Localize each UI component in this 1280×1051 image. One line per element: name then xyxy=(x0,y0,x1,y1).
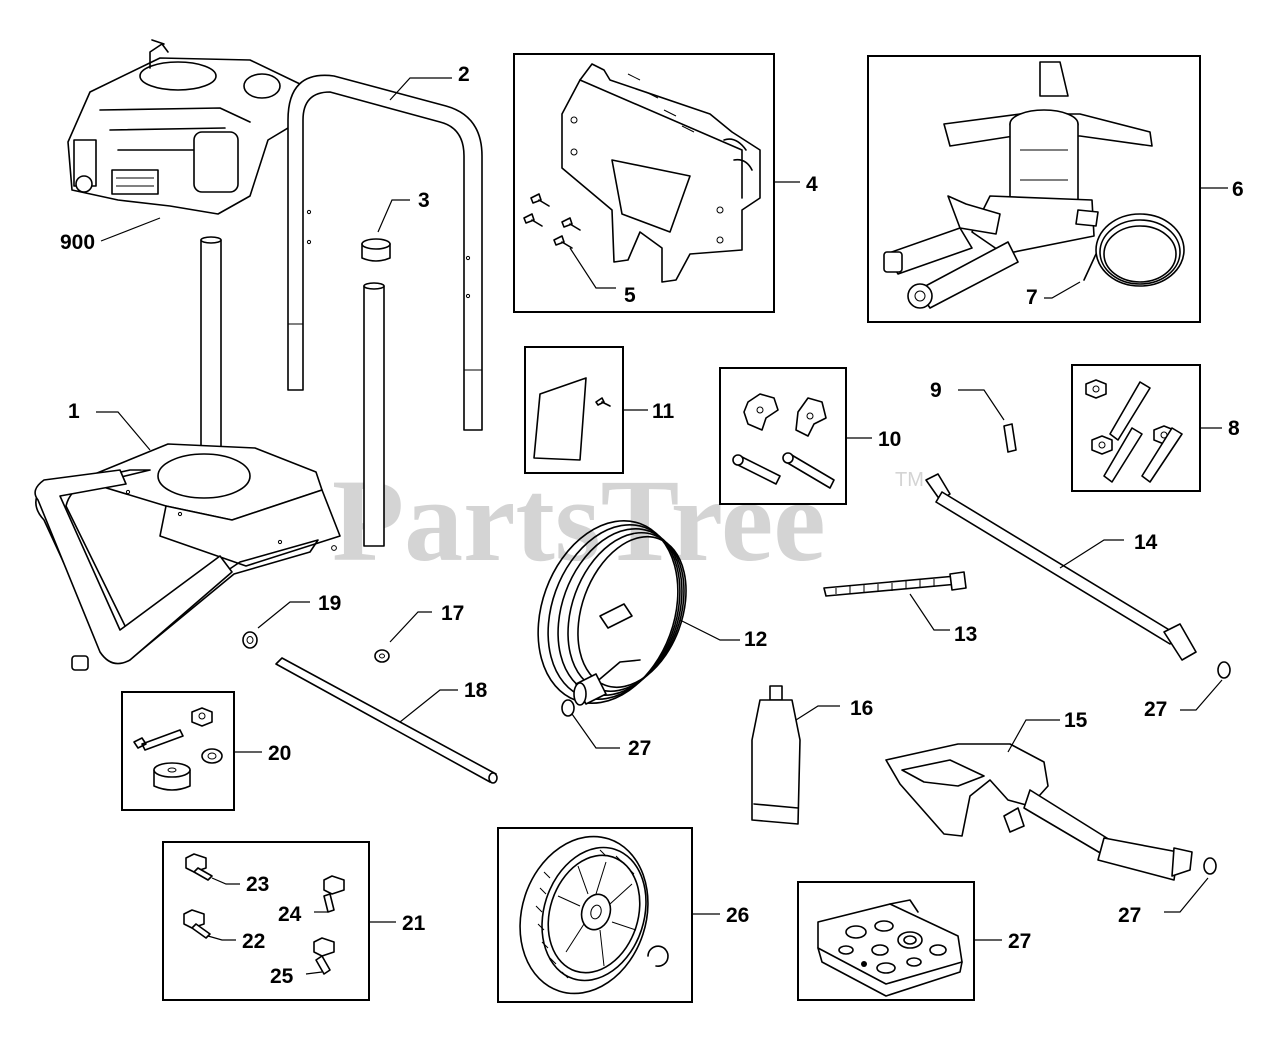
part-axle-18[interactable] xyxy=(275,657,498,784)
callout-27-kit[interactable]: 27 xyxy=(1008,930,1031,953)
callout-11[interactable]: 11 xyxy=(652,400,675,423)
part-bracket[interactable] xyxy=(561,63,761,283)
callout-5[interactable]: 5 xyxy=(624,284,636,307)
callout-20[interactable]: 20 xyxy=(268,742,291,765)
part-oring-wand[interactable] xyxy=(1217,661,1231,679)
callout-1[interactable]: 1 xyxy=(68,400,80,423)
part-strap[interactable] xyxy=(823,571,967,597)
callout-7[interactable]: 7 xyxy=(1026,286,1038,309)
part-engine-900[interactable] xyxy=(67,39,301,215)
callout-18[interactable]: 18 xyxy=(464,679,488,702)
part-oring-hose[interactable] xyxy=(561,699,575,717)
part-wheel[interactable] xyxy=(500,820,667,1010)
leader-12 xyxy=(679,619,740,641)
part-pump-hose-7[interactable] xyxy=(1083,213,1185,287)
part-handle[interactable] xyxy=(287,74,483,431)
part-frame[interactable] xyxy=(34,236,385,671)
leader-900 xyxy=(100,217,161,242)
box-knobs xyxy=(719,367,847,505)
leader-17 xyxy=(389,611,432,643)
leader-2 xyxy=(389,77,452,101)
callout-15[interactable]: 15 xyxy=(1064,709,1088,732)
callout-27-hose[interactable]: 27 xyxy=(628,737,651,760)
part-wheel-clip[interactable] xyxy=(647,945,669,967)
part-washer-17[interactable] xyxy=(374,649,390,663)
callout-17[interactable]: 17 xyxy=(441,602,464,625)
leader-25 xyxy=(305,971,323,975)
leader-9 xyxy=(958,389,1005,421)
leader-16 xyxy=(795,705,840,721)
box-foot-kit xyxy=(121,691,235,811)
callout-4[interactable]: 4 xyxy=(806,173,818,196)
callout-26[interactable]: 26 xyxy=(726,904,749,927)
part-panel[interactable] xyxy=(533,377,611,461)
part-pin[interactable] xyxy=(1003,423,1017,453)
callout-21[interactable]: 21 xyxy=(402,912,426,935)
callout-3[interactable]: 3 xyxy=(418,189,430,212)
callout-27-gun[interactable]: 27 xyxy=(1118,904,1141,927)
part-oring-gun[interactable] xyxy=(1203,857,1217,875)
leader-27-hose xyxy=(571,713,620,749)
part-fastener-24[interactable] xyxy=(323,875,345,913)
leader-22 xyxy=(207,935,236,941)
callout-2[interactable]: 2 xyxy=(458,63,470,86)
leader-1 xyxy=(96,411,151,451)
leader-23 xyxy=(211,877,240,885)
callout-27-wand[interactable]: 27 xyxy=(1144,698,1167,721)
leader-15 xyxy=(1007,719,1060,753)
part-foot-kit[interactable] xyxy=(133,707,223,791)
box-oring-kit xyxy=(797,881,975,1001)
callout-22[interactable]: 22 xyxy=(242,930,265,953)
callout-8[interactable]: 8 xyxy=(1228,417,1240,440)
callout-9[interactable]: 9 xyxy=(930,379,942,402)
callout-16[interactable]: 16 xyxy=(850,697,873,720)
part-tube[interactable] xyxy=(751,685,801,825)
part-fastener-22[interactable] xyxy=(183,909,211,939)
leader-7 xyxy=(1044,281,1081,299)
part-oring-kit[interactable] xyxy=(817,899,963,997)
box-wheel xyxy=(497,827,693,1003)
leader-5 xyxy=(569,247,616,289)
part-washer-19[interactable] xyxy=(242,631,258,649)
part-pump[interactable] xyxy=(883,61,1153,309)
callout-19[interactable]: 19 xyxy=(318,592,341,615)
leader-14 xyxy=(1059,539,1124,569)
part-bolt-kit[interactable] xyxy=(1085,379,1183,483)
part-gun[interactable] xyxy=(885,743,1193,881)
part-fastener-25[interactable] xyxy=(313,937,335,975)
watermark-trademark: TM xyxy=(895,469,924,491)
callout-24[interactable]: 24 xyxy=(278,903,302,926)
part-knobs[interactable] xyxy=(732,393,835,489)
callout-10[interactable]: 10 xyxy=(878,428,901,451)
callout-900[interactable]: 900 xyxy=(60,231,95,254)
box-fastener-kit xyxy=(162,841,370,1001)
leader-18 xyxy=(399,689,458,723)
leader-13 xyxy=(909,593,950,631)
callout-13[interactable]: 13 xyxy=(954,623,977,646)
callout-25[interactable]: 25 xyxy=(270,965,294,988)
callout-14[interactable]: 14 xyxy=(1134,531,1158,554)
box-bracket xyxy=(513,53,775,313)
part-cap[interactable] xyxy=(361,238,391,262)
callout-6[interactable]: 6 xyxy=(1232,178,1244,201)
part-bolts-5[interactable] xyxy=(523,193,581,249)
leader-19 xyxy=(257,601,310,629)
callout-23[interactable]: 23 xyxy=(246,873,269,896)
leader-27-wand xyxy=(1180,679,1223,711)
box-pump xyxy=(867,55,1201,323)
part-wand[interactable] xyxy=(925,473,1197,661)
leader-27-gun xyxy=(1164,877,1209,913)
leader-3 xyxy=(377,199,410,233)
part-fastener-23[interactable] xyxy=(185,853,213,881)
part-hose[interactable] xyxy=(514,501,706,723)
callout-12[interactable]: 12 xyxy=(744,628,767,651)
